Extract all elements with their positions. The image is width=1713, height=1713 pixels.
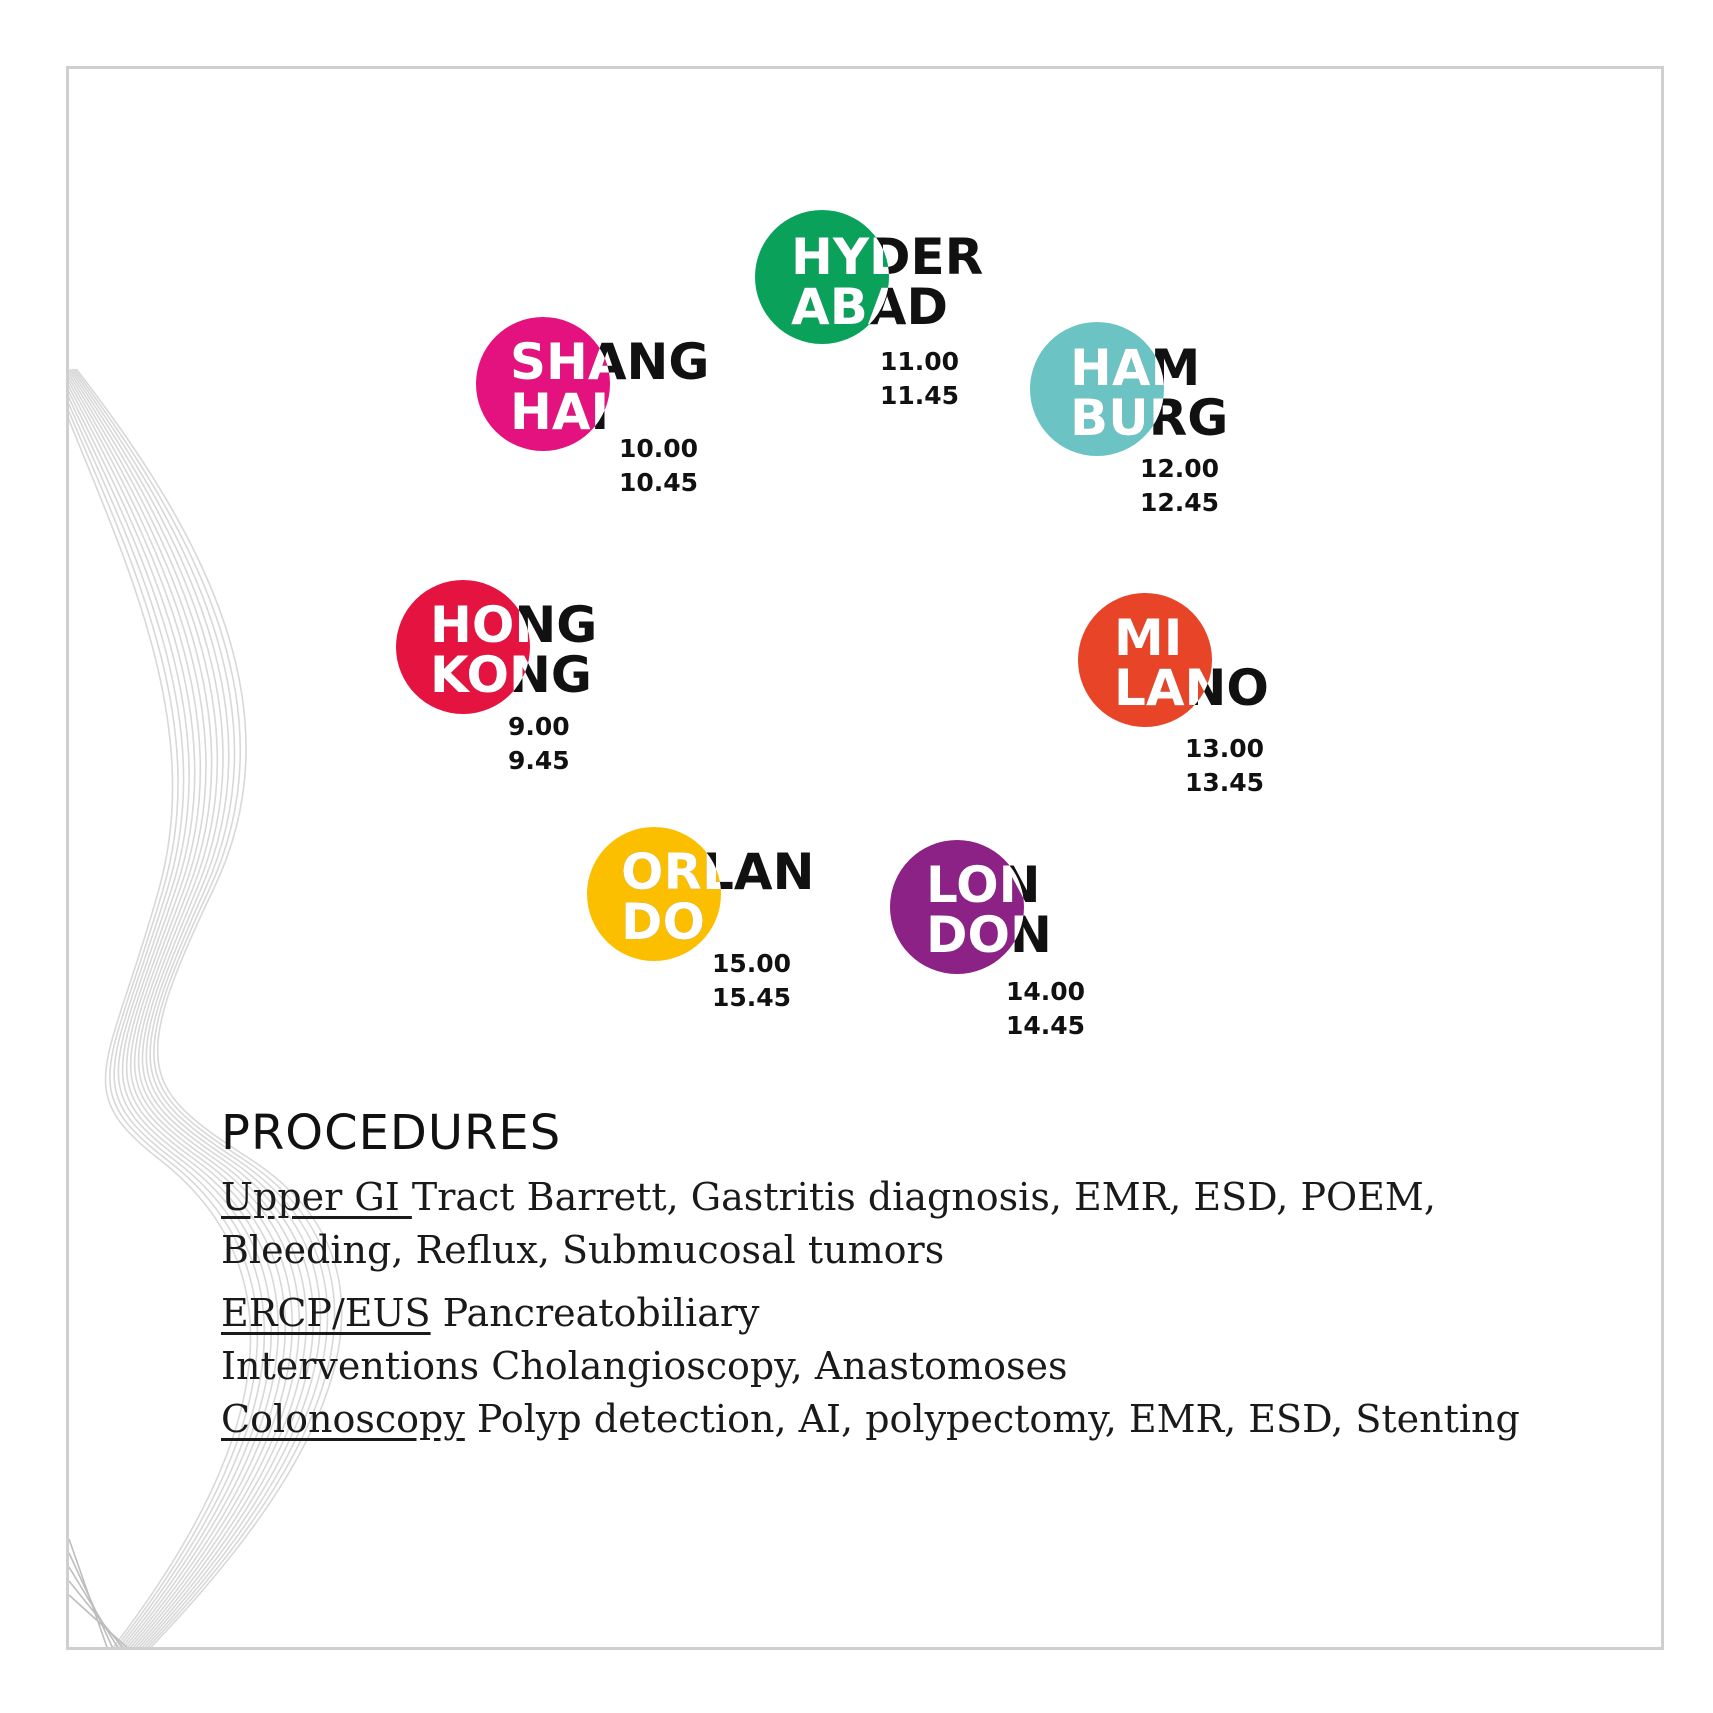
city-times-london: 14.00 14.45	[1006, 975, 1085, 1043]
city-circle-hyderabad	[755, 210, 889, 344]
wave-line	[69, 385, 287, 1647]
city-name-line1-inner-orlando: ORLAN	[621, 843, 814, 901]
wave-line	[69, 402, 266, 1647]
city-times-orlando: 15.00 15.45	[712, 947, 791, 1015]
city-times-milano: 13.00 13.45	[1185, 732, 1264, 800]
start-time-hyderabad: 11.00	[880, 347, 960, 376]
city-name-line1-shanghai: SHANG	[510, 333, 709, 391]
end-time-orlando: 15.45	[712, 983, 792, 1012]
city-circle-hongkong	[396, 580, 530, 714]
end-time-london: 14.45	[1006, 1011, 1086, 1040]
city-times-shanghai: 10.00 10.45	[619, 432, 698, 500]
end-time-milano: 13.45	[1185, 768, 1265, 797]
start-time-hamburg: 12.00	[1140, 454, 1220, 483]
city-name-line2-orlando: DO	[621, 893, 705, 951]
wave-line	[69, 390, 280, 1647]
wave-line	[69, 368, 322, 1647]
procedure-ercp-text: Pancreatobiliary	[430, 1291, 760, 1335]
city-circle-orlando	[587, 827, 721, 961]
city-name-line1-orlando: ORLAN	[621, 843, 814, 901]
city-circle-shanghai	[476, 317, 610, 451]
page-frame	[66, 66, 1664, 1650]
city-circle-hamburg	[1030, 322, 1164, 456]
city-name-line2-london: DON	[926, 906, 1052, 964]
city-name-line1-inner-hamburg: HAM	[1070, 339, 1200, 397]
city-name-line1-inner-hyderabad: HYDER	[791, 228, 983, 286]
city-circle-milano	[1078, 593, 1212, 727]
corner-line	[69, 1594, 128, 1647]
procedure-colonoscopy-label: Colonoscopy	[221, 1397, 465, 1441]
procedures-section: PROCEDURES Upper GI Tract Barrett, Gastr…	[221, 1105, 1661, 1446]
procedure-upper-gi: Upper GI Tract Barrett, Gastritis diagno…	[221, 1171, 1661, 1224]
start-time-shanghai: 10.00	[619, 434, 699, 463]
city-times-hamburg: 12.00 12.45	[1140, 452, 1219, 520]
city-times-hongkong: 9.00 9.45	[508, 710, 570, 778]
city-name-line2-milano: LANO	[1114, 659, 1269, 717]
wave-line	[69, 376, 301, 1647]
city-name-line2-hongkong: KONG	[430, 646, 592, 704]
city-name-line1-hongkong: HONG	[430, 596, 597, 654]
city-name-line1-hamburg: HAM	[1070, 339, 1200, 397]
city-name-line2-shanghai: HAI	[510, 383, 609, 441]
city-name-line2-hamburg: BURG	[1070, 389, 1228, 447]
city-name-line1-inner-london: LON	[926, 856, 1040, 914]
procedure-colonoscopy: Colonoscopy Polyp detection, AI, polypec…	[221, 1393, 1661, 1446]
procedure-ercp: ERCP/EUS Pancreatobiliary	[221, 1287, 1661, 1340]
corner-line	[69, 1566, 119, 1647]
wave-line	[73, 368, 336, 1647]
wave-line	[69, 369, 315, 1647]
procedure-upper-gi-label: Upper GI	[221, 1175, 412, 1219]
procedure-colonoscopy-text: Polyp detection, AI, polypectomy, EMR, E…	[464, 1397, 1520, 1441]
end-time-hamburg: 12.45	[1140, 488, 1220, 517]
corner-line	[69, 1538, 108, 1647]
city-times-hyderabad: 11.00 11.45	[880, 345, 959, 413]
wave-line	[75, 368, 343, 1647]
end-time-hongkong: 9.45	[508, 746, 570, 775]
city-name-line1-hyderabad: HYDER	[791, 228, 983, 286]
procedure-ercp-label: ERCP/EUS	[221, 1291, 431, 1335]
start-time-orlando: 15.00	[712, 949, 792, 978]
wave-line	[69, 417, 252, 1647]
wave-line	[69, 409, 259, 1647]
decorative-wave-lines	[69, 368, 343, 1647]
start-time-london: 14.00	[1006, 977, 1086, 1006]
start-time-hongkong: 9.00	[508, 712, 570, 741]
corner-line	[69, 1552, 114, 1647]
start-time-milano: 13.00	[1185, 734, 1265, 763]
wave-line	[71, 368, 329, 1647]
wave-line	[69, 372, 308, 1647]
end-time-hyderabad: 11.45	[880, 381, 960, 410]
city-name-line1-inner-hongkong: HONG	[430, 596, 597, 654]
city-circle-london	[890, 840, 1024, 974]
city-name-line1-inner-shanghai: SHANG	[510, 333, 709, 391]
wave-line	[69, 396, 273, 1647]
corner-line	[69, 1580, 124, 1647]
wave-line	[69, 380, 294, 1647]
procedures-title: PROCEDURES	[221, 1105, 562, 1161]
end-time-shanghai: 10.45	[619, 468, 699, 497]
procedure-ercp-line2: Interventions Cholangioscopy, Anastomose…	[221, 1344, 1068, 1388]
procedure-upper-gi-line2: Bleeding, Reflux, Submucosal tumors	[221, 1228, 945, 1272]
procedure-upper-gi-text: Tract Barrett, Gastritis diagnosis, EMR,…	[411, 1175, 1436, 1219]
city-name-line1-inner-milano: MI	[1114, 609, 1182, 667]
city-name-line1-london: LON	[926, 856, 1040, 914]
city-name-line2-hyderabad: ABAD	[791, 278, 948, 336]
city-name-line2-inner-orlando: DO	[621, 893, 705, 951]
city-name-line1-milano: MI	[1114, 609, 1182, 667]
